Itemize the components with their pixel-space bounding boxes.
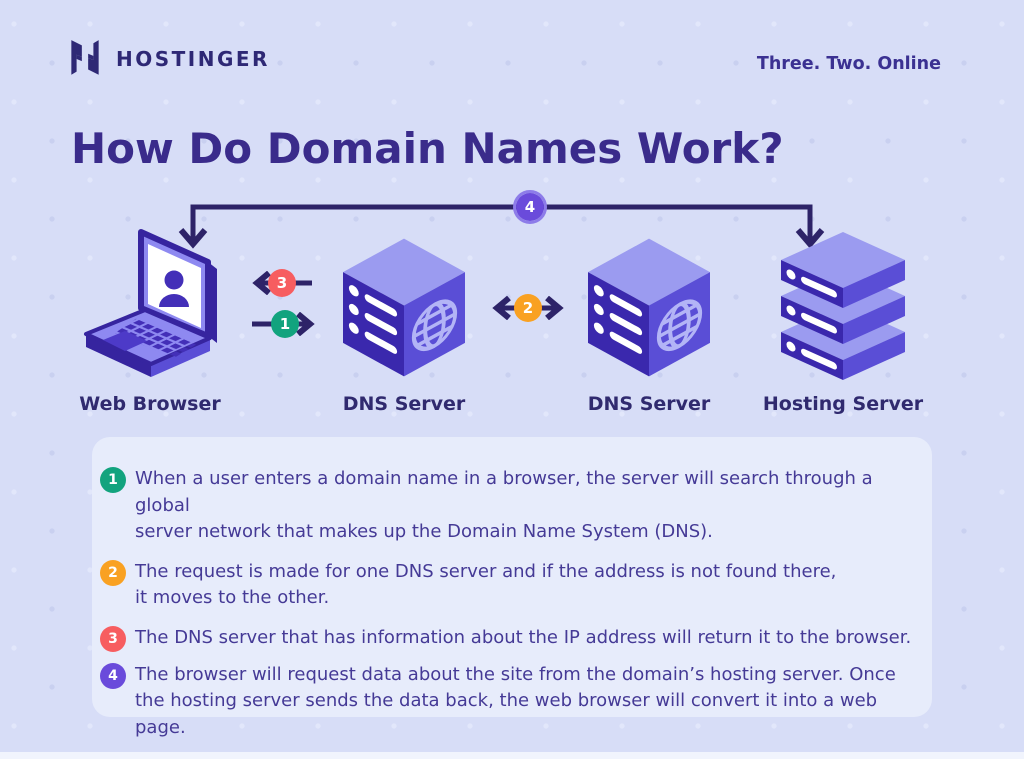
dns-server-cube-icon	[588, 238, 710, 377]
badge-3-number: 3	[276, 274, 288, 292]
step-badge-1: 1	[100, 467, 126, 493]
step-text-2: The request is made for one DNS server a…	[135, 560, 837, 609]
step-number: 3	[108, 630, 118, 647]
brand-name: HOSTINGER	[116, 47, 270, 71]
user-icon	[164, 270, 184, 290]
dns-server-cube-icon	[343, 238, 465, 377]
globe-icon	[411, 299, 458, 352]
badge-1-number: 1	[279, 315, 291, 333]
route-4-line	[178, 204, 825, 249]
step-badge-2: 2	[100, 559, 126, 586]
badge-4: 4	[513, 190, 547, 224]
page-title: How Do Domain Names Work?	[71, 124, 784, 173]
node-label-hosting-server: Hosting Server	[762, 393, 924, 415]
server-lights	[348, 285, 398, 354]
step-item-3: 3 The DNS server that has information ab…	[100, 625, 912, 652]
hostinger-logo-icon	[71, 40, 99, 75]
server-stack-icon	[781, 232, 905, 380]
step-text-4: The browser will request data about the …	[135, 663, 896, 738]
badge-2-number: 2	[522, 299, 534, 317]
badge-1: 1	[271, 310, 299, 338]
step-badge-3: 3	[100, 625, 126, 652]
node-label-dns-server-2: DNS Server	[587, 393, 711, 415]
steps-panel: 1 When a user enters a domain name in a …	[92, 437, 932, 738]
step-item-2: 2 The request is made for one DNS server…	[100, 559, 912, 612]
tagline: Three. Two. Online	[756, 54, 941, 74]
step-item-4: 4 The browser will request data about th…	[100, 662, 912, 742]
badge-4-number: 4	[516, 193, 544, 221]
badge-2: 2	[514, 294, 542, 322]
step-number: 4	[108, 667, 118, 684]
arrow-down-icon	[178, 228, 208, 249]
laptop-icon	[84, 229, 217, 377]
step-number: 1	[108, 472, 118, 488]
header: HOSTINGER	[66, 38, 270, 80]
step-text-1: When a user enters a domain name in a br…	[135, 468, 873, 542]
step-badge-4: 4	[100, 662, 126, 689]
node-label-web-browser: Web Browser	[79, 393, 221, 415]
bottom-strip	[0, 752, 1024, 759]
keyboard	[115, 318, 197, 358]
arrow-down-icon	[795, 228, 825, 249]
step-text-3: The DNS server that has information abou…	[135, 626, 912, 648]
badge-3: 3	[268, 269, 296, 297]
globe-icon	[656, 299, 703, 352]
step-item-1: 1 When a user enters a domain name in a …	[100, 466, 912, 546]
trackpad	[103, 331, 147, 351]
step-number: 2	[108, 564, 118, 581]
server-lights	[593, 285, 643, 354]
node-label-dns-server-1: DNS Server	[342, 393, 466, 415]
